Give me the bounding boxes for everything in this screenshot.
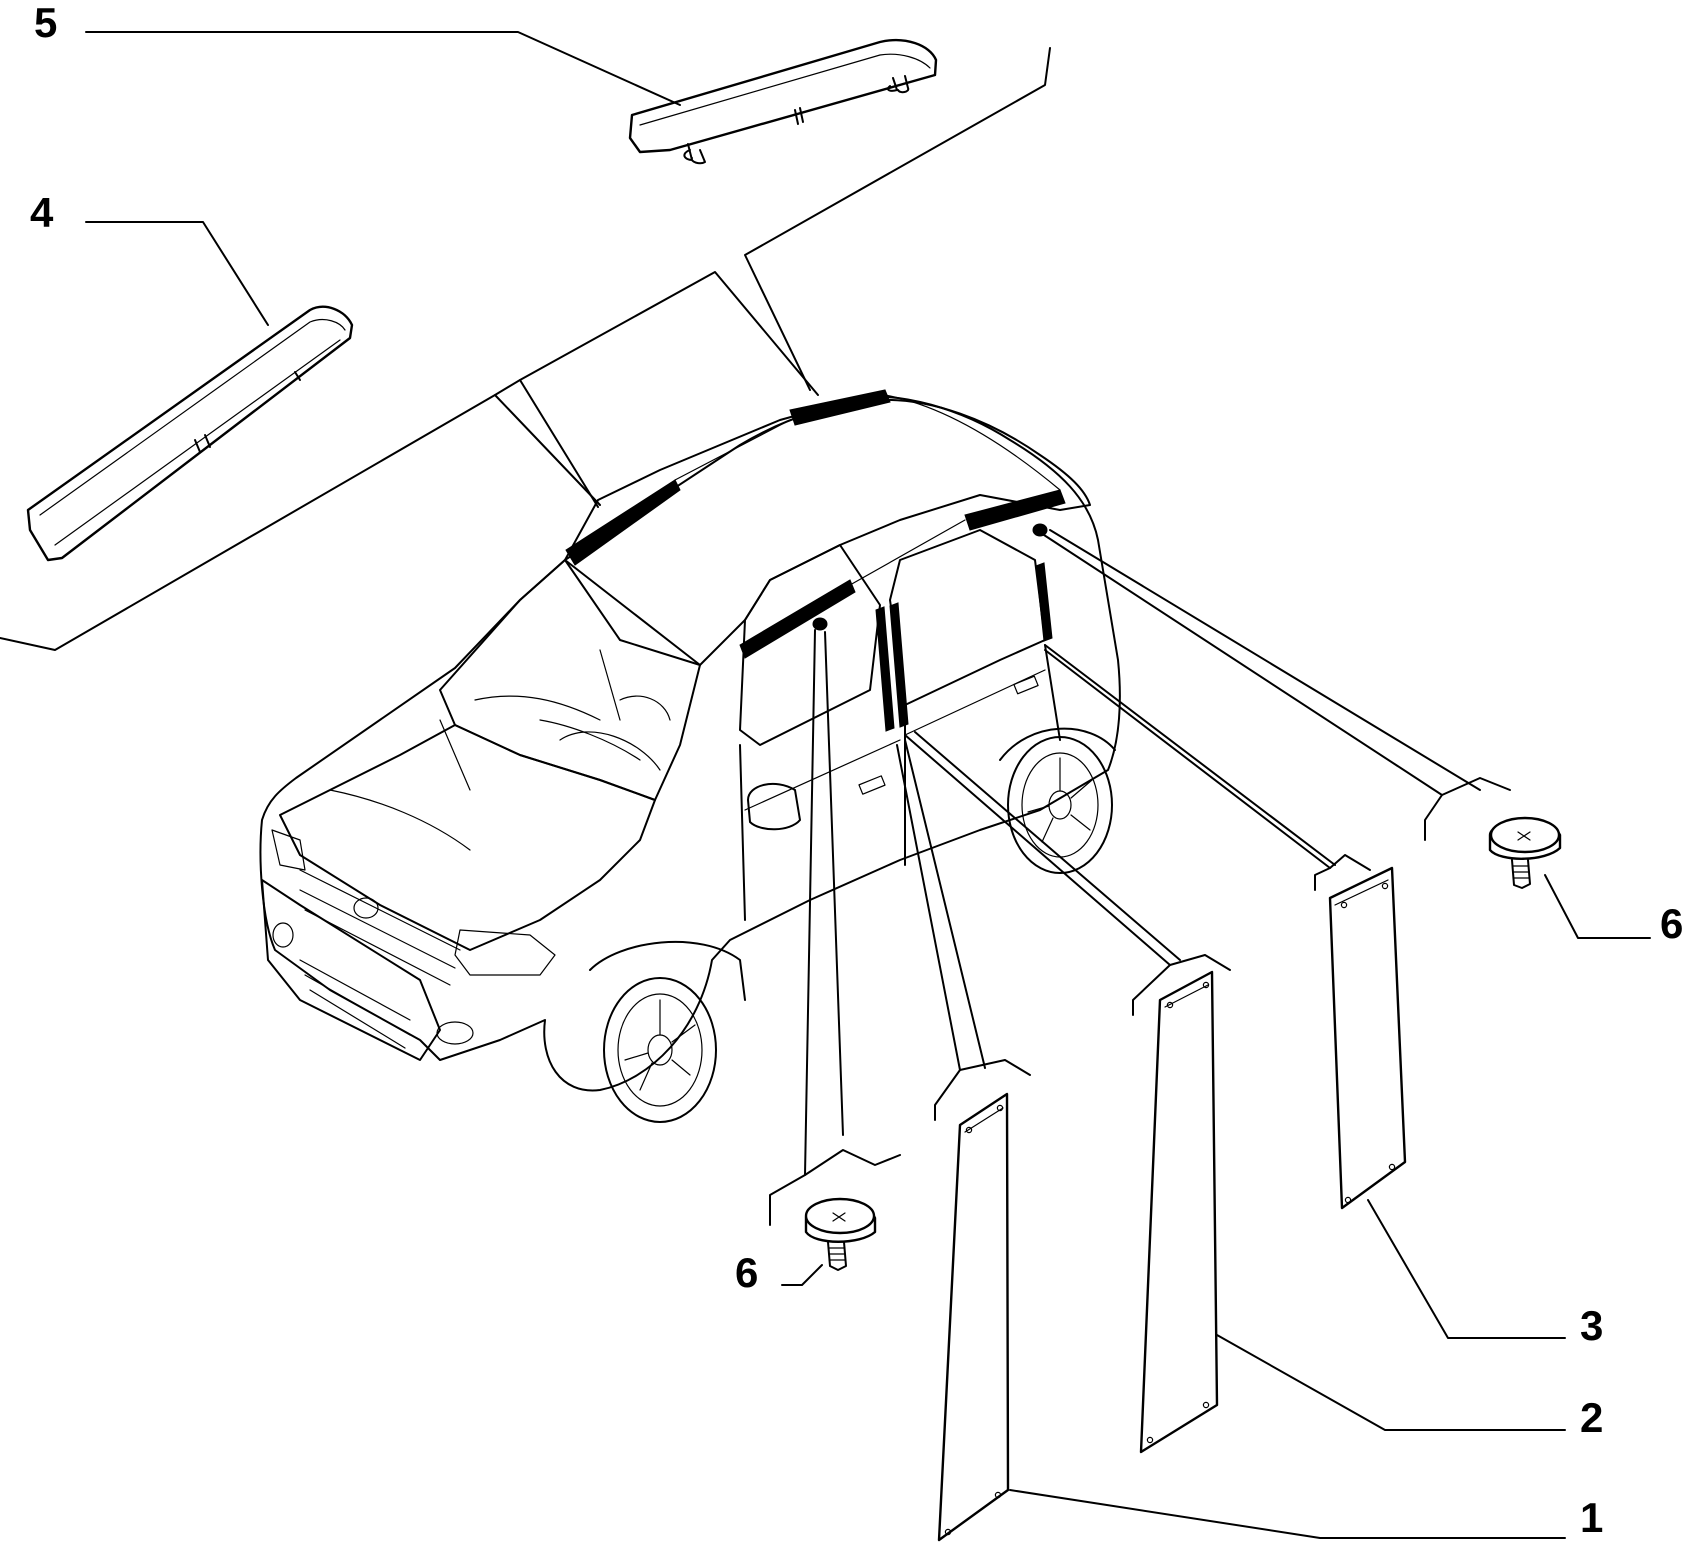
front-door-window [739, 544, 881, 746]
part-4-roof-rail-front-cover [26, 305, 354, 562]
side-mirror [747, 782, 801, 831]
roof-rail-rear-left-highlight [789, 389, 891, 426]
c-pillar-strip [1035, 562, 1053, 642]
roof-rail-front-right-highlight [739, 579, 856, 659]
clip-location-front [812, 617, 828, 631]
callout-6-right: 6 [1660, 900, 1684, 947]
callout-6-left: 6 [735, 1249, 759, 1296]
part-5-roof-rail-rear-cover [628, 38, 938, 165]
rear-door-window [889, 529, 1046, 706]
front-wheel [603, 977, 717, 1123]
roof-rail-front-left-highlight [565, 479, 681, 566]
headlight-right [454, 929, 556, 976]
car-illustration [259, 389, 1121, 1123]
part-1-pillar-trim-panel-front [937, 1092, 1010, 1542]
callout-5: 5 [34, 0, 58, 46]
part-3-pillar-trim-panel-rear [1328, 866, 1407, 1210]
car-bumper [261, 879, 441, 1061]
callout-1: 1 [1580, 1494, 1604, 1541]
part-2-pillar-trim-panel-middle [1139, 970, 1219, 1454]
callout-4: 4 [30, 189, 54, 236]
headlight-left [271, 829, 306, 871]
rear-wheel [1007, 736, 1113, 874]
callout-2: 2 [1580, 1394, 1604, 1441]
b-pillar-strip-middle [889, 602, 909, 728]
roof-rail-rear-right-highlight [964, 489, 1066, 531]
part-6-fastener-clip-right [1488, 816, 1562, 889]
b-pillar-strip-front [875, 606, 895, 732]
car-windshield [439, 559, 701, 801]
clip-location-rear [1032, 523, 1048, 537]
car-bonnet [279, 724, 656, 951]
part-6-fastener-clip-left [804, 1197, 877, 1271]
car-body-outline [259, 395, 1121, 1092]
callout-3: 3 [1580, 1302, 1604, 1349]
leader-lines [0, 31, 1651, 1539]
